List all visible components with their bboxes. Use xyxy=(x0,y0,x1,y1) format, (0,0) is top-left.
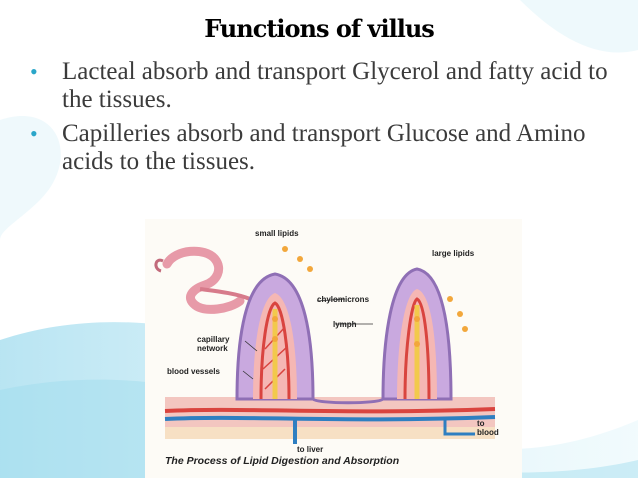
label-to: to xyxy=(477,419,485,428)
label-capillary: capillary xyxy=(197,335,230,344)
bullet-item: • Capilleries absorb and transport Gluco… xyxy=(24,120,624,176)
bullet-dot-icon: • xyxy=(30,121,38,146)
label-large-lipids: large lipids xyxy=(432,249,475,258)
bullet-list: • Lacteal absorb and transport Glycerol … xyxy=(24,58,624,182)
label-lymph: lymph xyxy=(333,320,357,329)
label-network: network xyxy=(197,344,228,353)
bullet-item: • Lacteal absorb and transport Glycerol … xyxy=(24,58,624,114)
villus-diagram: small lipids large lipids chylomicrons l… xyxy=(145,219,522,478)
label-blood-vessels: blood vessels xyxy=(167,367,220,376)
bullet-dot-icon: • xyxy=(30,59,38,84)
label-to-liver: to liver xyxy=(297,445,324,454)
slide-title: Functions of villus xyxy=(204,14,435,43)
bullet-text: Capilleries absorb and transport Glucose… xyxy=(62,120,586,175)
intestine-inset-icon xyxy=(154,246,251,314)
bullet-text: Lacteal absorb and transport Glycerol an… xyxy=(62,58,608,113)
villus-illustration xyxy=(154,246,496,444)
label-small-lipids: small lipids xyxy=(255,229,299,238)
figure-caption: The Process of Lipid Digestion and Absor… xyxy=(165,455,400,467)
label-chylomicrons: chylomicrons xyxy=(317,295,370,304)
label-blood: blood xyxy=(477,428,499,437)
